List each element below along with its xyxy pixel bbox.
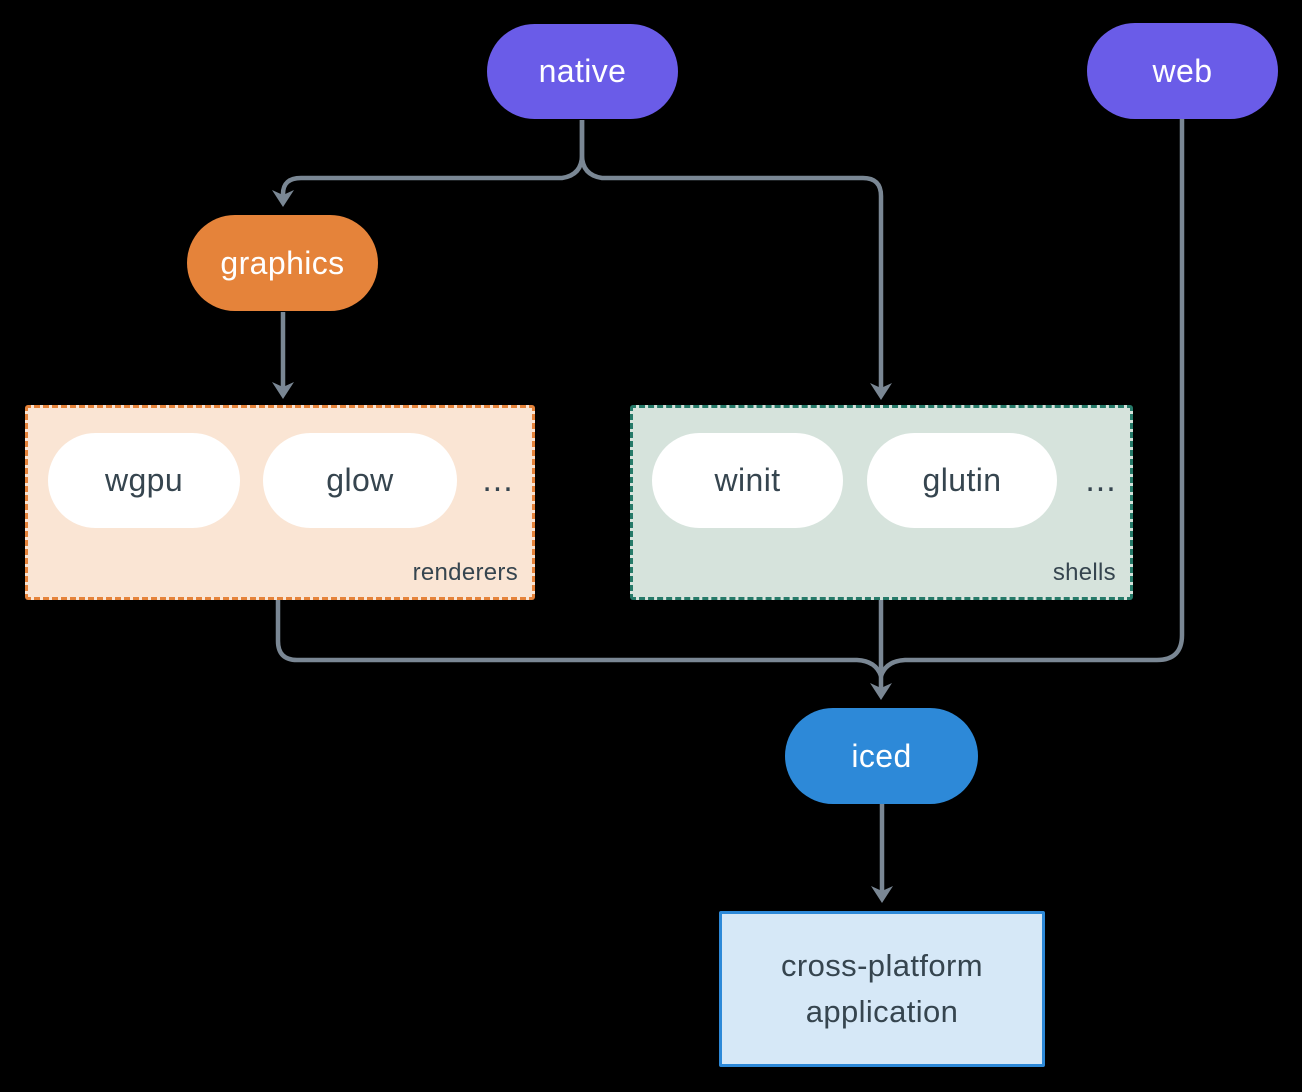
node-glow-label: glow: [326, 462, 394, 498]
arrowhead-renderers: [272, 382, 294, 399]
edge-native-shells: [579, 120, 884, 390]
arrowhead-shells: [870, 383, 892, 400]
edge-renderers-iced: [275, 599, 884, 677]
node-native: native: [487, 24, 678, 119]
node-iced: iced: [785, 708, 978, 804]
node-graphics: graphics: [187, 215, 378, 311]
node-winit: winit: [652, 433, 843, 528]
arrowhead-graphics: [272, 190, 294, 207]
node-glutin-label: glutin: [922, 462, 1002, 498]
node-glutin: glutin: [867, 433, 1057, 528]
edge-web-iced: [878, 119, 1185, 677]
application-label-line1: cross-platform: [781, 948, 983, 983]
node-graphics-label: graphics: [220, 244, 345, 281]
node-winit-label: winit: [714, 462, 781, 498]
node-web: web: [1087, 23, 1278, 119]
renderers-ellipsis: ...: [482, 461, 514, 499]
group-renderers: wgpu glow ... renderers: [25, 405, 535, 600]
node-iced-label: iced: [851, 737, 912, 774]
group-shells: winit glutin ... shells: [630, 405, 1133, 600]
node-native-label: native: [538, 53, 627, 89]
edge-native-graphics: [280, 120, 585, 197]
shells-group-label: shells: [1052, 559, 1116, 586]
arrowhead-iced: [870, 683, 892, 700]
application-label-line2: application: [805, 994, 959, 1029]
renderers-group-label: renderers: [412, 559, 518, 586]
node-wgpu: wgpu: [48, 433, 240, 528]
arrowhead-application: [871, 886, 893, 903]
node-web-label: web: [1152, 52, 1213, 89]
node-glow: glow: [263, 433, 457, 528]
shells-ellipsis: ...: [1085, 461, 1117, 499]
node-cross-platform-application: cross-platform application: [719, 911, 1045, 1067]
node-wgpu-label: wgpu: [104, 462, 184, 498]
